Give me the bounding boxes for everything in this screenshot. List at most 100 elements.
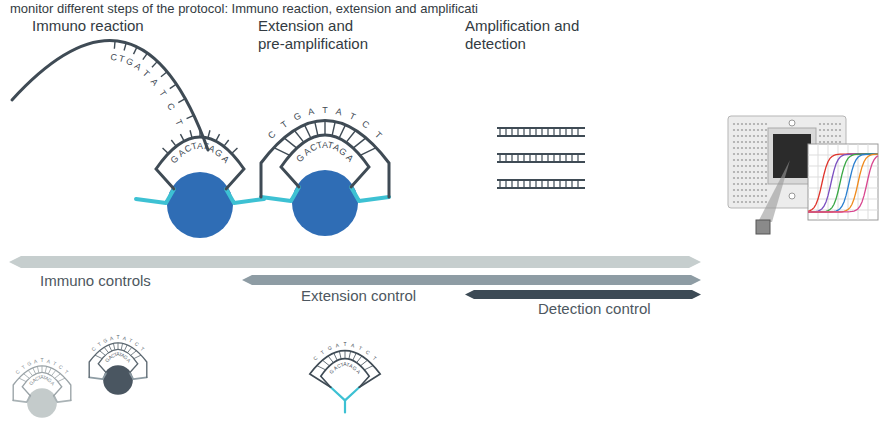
base-rung — [565, 154, 566, 162]
base-rung — [317, 366, 326, 370]
well-dot — [741, 165, 743, 167]
sequence-letter: A — [344, 153, 355, 164]
well-dot — [823, 135, 825, 137]
well-dot — [745, 165, 747, 167]
well-dot — [737, 183, 739, 185]
sequence-letter: T — [21, 364, 26, 370]
well-dot — [765, 153, 767, 155]
sequence-letter: T — [372, 356, 378, 362]
well-dot — [765, 201, 767, 203]
well-dot — [761, 123, 763, 125]
base-rung — [529, 128, 530, 136]
antigen-circle — [27, 388, 57, 418]
well-dot — [765, 165, 767, 167]
well-dot — [745, 183, 747, 185]
base-rung — [505, 180, 506, 188]
base-rung — [553, 154, 554, 162]
sequence-letter: T — [173, 118, 183, 127]
base-tick — [152, 61, 157, 67]
well-dot — [757, 129, 759, 131]
well-dot — [761, 147, 763, 149]
base-rung — [128, 347, 132, 352]
base-rung — [328, 356, 333, 363]
well-dot — [761, 153, 763, 155]
well-dot — [753, 195, 755, 197]
antibody — [130, 373, 147, 379]
control-label: Extension control — [301, 287, 416, 305]
probe-complex — [12, 41, 264, 238]
sequence-letter: A — [33, 359, 37, 365]
base-rung — [499, 128, 500, 136]
base-rung — [529, 154, 530, 162]
well-dot — [745, 171, 747, 173]
oligo-strand — [98, 349, 138, 372]
base-rung — [505, 154, 506, 162]
base-rung — [294, 130, 304, 142]
well-dot — [733, 177, 735, 179]
base-rung — [517, 180, 518, 188]
base-rung — [48, 368, 51, 374]
base-tick — [232, 148, 238, 154]
base-rung — [571, 180, 572, 188]
well-dot — [745, 153, 747, 155]
well-dot — [765, 189, 767, 191]
assay-illustration — [12, 41, 878, 418]
oligo-strand — [12, 41, 208, 150]
base-rung — [95, 355, 102, 359]
sequence-letter: T — [139, 346, 145, 352]
base-rung — [45, 366, 46, 372]
base-rung — [100, 351, 106, 356]
well-dot — [753, 159, 755, 161]
grid-line — [808, 177, 878, 178]
base-rung — [529, 180, 530, 188]
base-rung — [541, 154, 542, 162]
base-rung — [334, 353, 338, 360]
sequence-letter: T — [358, 345, 363, 351]
base-rung — [517, 128, 518, 136]
base-rung — [505, 128, 506, 136]
base-rung — [523, 180, 524, 188]
base-rung — [121, 343, 122, 349]
base-rung — [339, 351, 341, 359]
sequence-letter: T — [118, 54, 126, 64]
base-rung — [58, 378, 65, 382]
well-dot — [737, 153, 739, 155]
base-rung — [553, 128, 554, 136]
sequence-letter: G — [293, 111, 303, 122]
well-dot — [745, 123, 747, 125]
sequence-letter: A — [133, 62, 143, 73]
probe-complex — [89, 343, 147, 395]
base-rung — [535, 128, 536, 136]
base-rung — [565, 128, 566, 136]
sequence-letter: T — [322, 106, 328, 115]
base-rung — [104, 347, 108, 352]
well-dot — [827, 141, 829, 143]
base-rung — [19, 378, 26, 382]
qpcr-chip — [728, 116, 846, 234]
well-dot — [737, 171, 739, 173]
base-rung — [577, 154, 578, 162]
base-rung — [353, 138, 366, 148]
well-dot — [733, 201, 735, 203]
well-dot — [831, 135, 833, 137]
chip-port — [789, 120, 795, 126]
well-dot — [753, 177, 755, 179]
well-dot — [761, 183, 763, 185]
well-dot — [765, 141, 767, 143]
plot-frame — [808, 144, 878, 220]
antibody — [344, 400, 346, 412]
sequence-letter: C — [165, 102, 176, 112]
well-dot — [737, 147, 739, 149]
oligo-strand — [13, 366, 71, 400]
antibody — [261, 187, 299, 201]
well-dot — [741, 171, 743, 173]
sequence-letter: C — [91, 346, 97, 352]
well-dot — [757, 159, 759, 161]
well-dot — [753, 153, 755, 155]
well-dot — [741, 147, 743, 149]
well-dot — [733, 141, 735, 143]
sequence-letter: A — [149, 77, 160, 87]
antigen-circle — [167, 172, 233, 238]
sequence-letter: A — [307, 107, 315, 117]
